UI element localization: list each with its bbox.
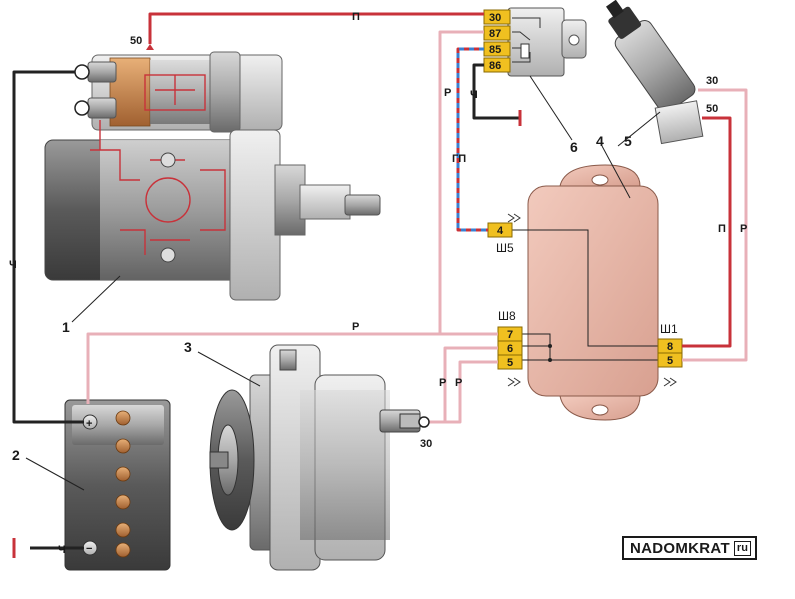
starter-terminal-50: 50 — [130, 35, 142, 47]
wire-label-blue-red-dashed: ГП — [452, 153, 466, 165]
wire-label-relay-left-pink: Р — [444, 87, 451, 99]
sh1-pin-8: 8 — [667, 341, 673, 353]
sh8-pin-6: 6 — [507, 343, 513, 355]
wire-label-right-red: П — [718, 223, 726, 235]
connector-sh8-pins — [497, 326, 523, 370]
relay-pin-30: 30 — [489, 12, 501, 24]
callout-lines — [25, 75, 661, 491]
relay-pin-86: 86 — [489, 60, 501, 72]
logo-text: NADOMKRAT — [630, 539, 730, 557]
wire-label-right-pink: Р — [740, 223, 747, 235]
ignition-switch — [606, 0, 704, 145]
sh5-pin-4: 4 — [497, 225, 504, 237]
sh1-pin-5: 5 — [667, 355, 673, 367]
nadomkrat-logo: NADOMKRAT ru — [622, 536, 757, 560]
battery — [64, 399, 171, 571]
relay-pin-87: 87 — [489, 28, 501, 40]
callout-6: 6 — [570, 139, 578, 155]
connector-hatch-marks — [507, 213, 677, 387]
sh8-pin-7: 7 — [507, 329, 513, 341]
wire-label-generator-pink-top: Р — [352, 321, 359, 333]
callout-2: 2 — [12, 447, 20, 463]
terminal-circles — [74, 64, 430, 428]
connector-sh5-label: Ш5 — [496, 241, 514, 255]
switch-terminal-30: 30 — [706, 75, 718, 87]
callout-1: 1 — [62, 319, 70, 335]
wire-label-top-red: П — [352, 11, 360, 23]
starter-50-arrow — [146, 44, 154, 50]
logo-tld: ru — [733, 540, 751, 556]
connector-sh1-pins — [657, 338, 683, 368]
generator — [209, 344, 421, 571]
callout-4: 4 — [596, 133, 604, 149]
switch-terminal-50: 50 — [706, 103, 718, 115]
wire-label-relay-black: Ч — [470, 89, 478, 101]
callout-3: 3 — [184, 339, 192, 355]
battery-minus-symbol: − — [86, 543, 92, 555]
callout-5: 5 — [624, 133, 632, 149]
sh8-pin-5: 5 — [507, 357, 513, 369]
generator-terminal-30: 30 — [420, 438, 432, 450]
wire-label-generator-pink-right: Р — [455, 377, 462, 389]
relay-pin-85: 85 — [489, 44, 501, 56]
battery-plus-symbol: + — [86, 418, 92, 430]
wire-label-battery-black: Ч — [58, 544, 66, 556]
starter — [44, 51, 381, 301]
wire-label-left-black: Ч — [9, 259, 17, 271]
wire-label-generator-pink-left: Р — [439, 377, 446, 389]
connector-sh8-label: Ш8 — [498, 309, 516, 323]
controller — [510, 164, 660, 421]
relay — [507, 7, 587, 77]
connector-sh1-label: Ш1 — [660, 322, 678, 336]
wires — [12, 12, 748, 558]
